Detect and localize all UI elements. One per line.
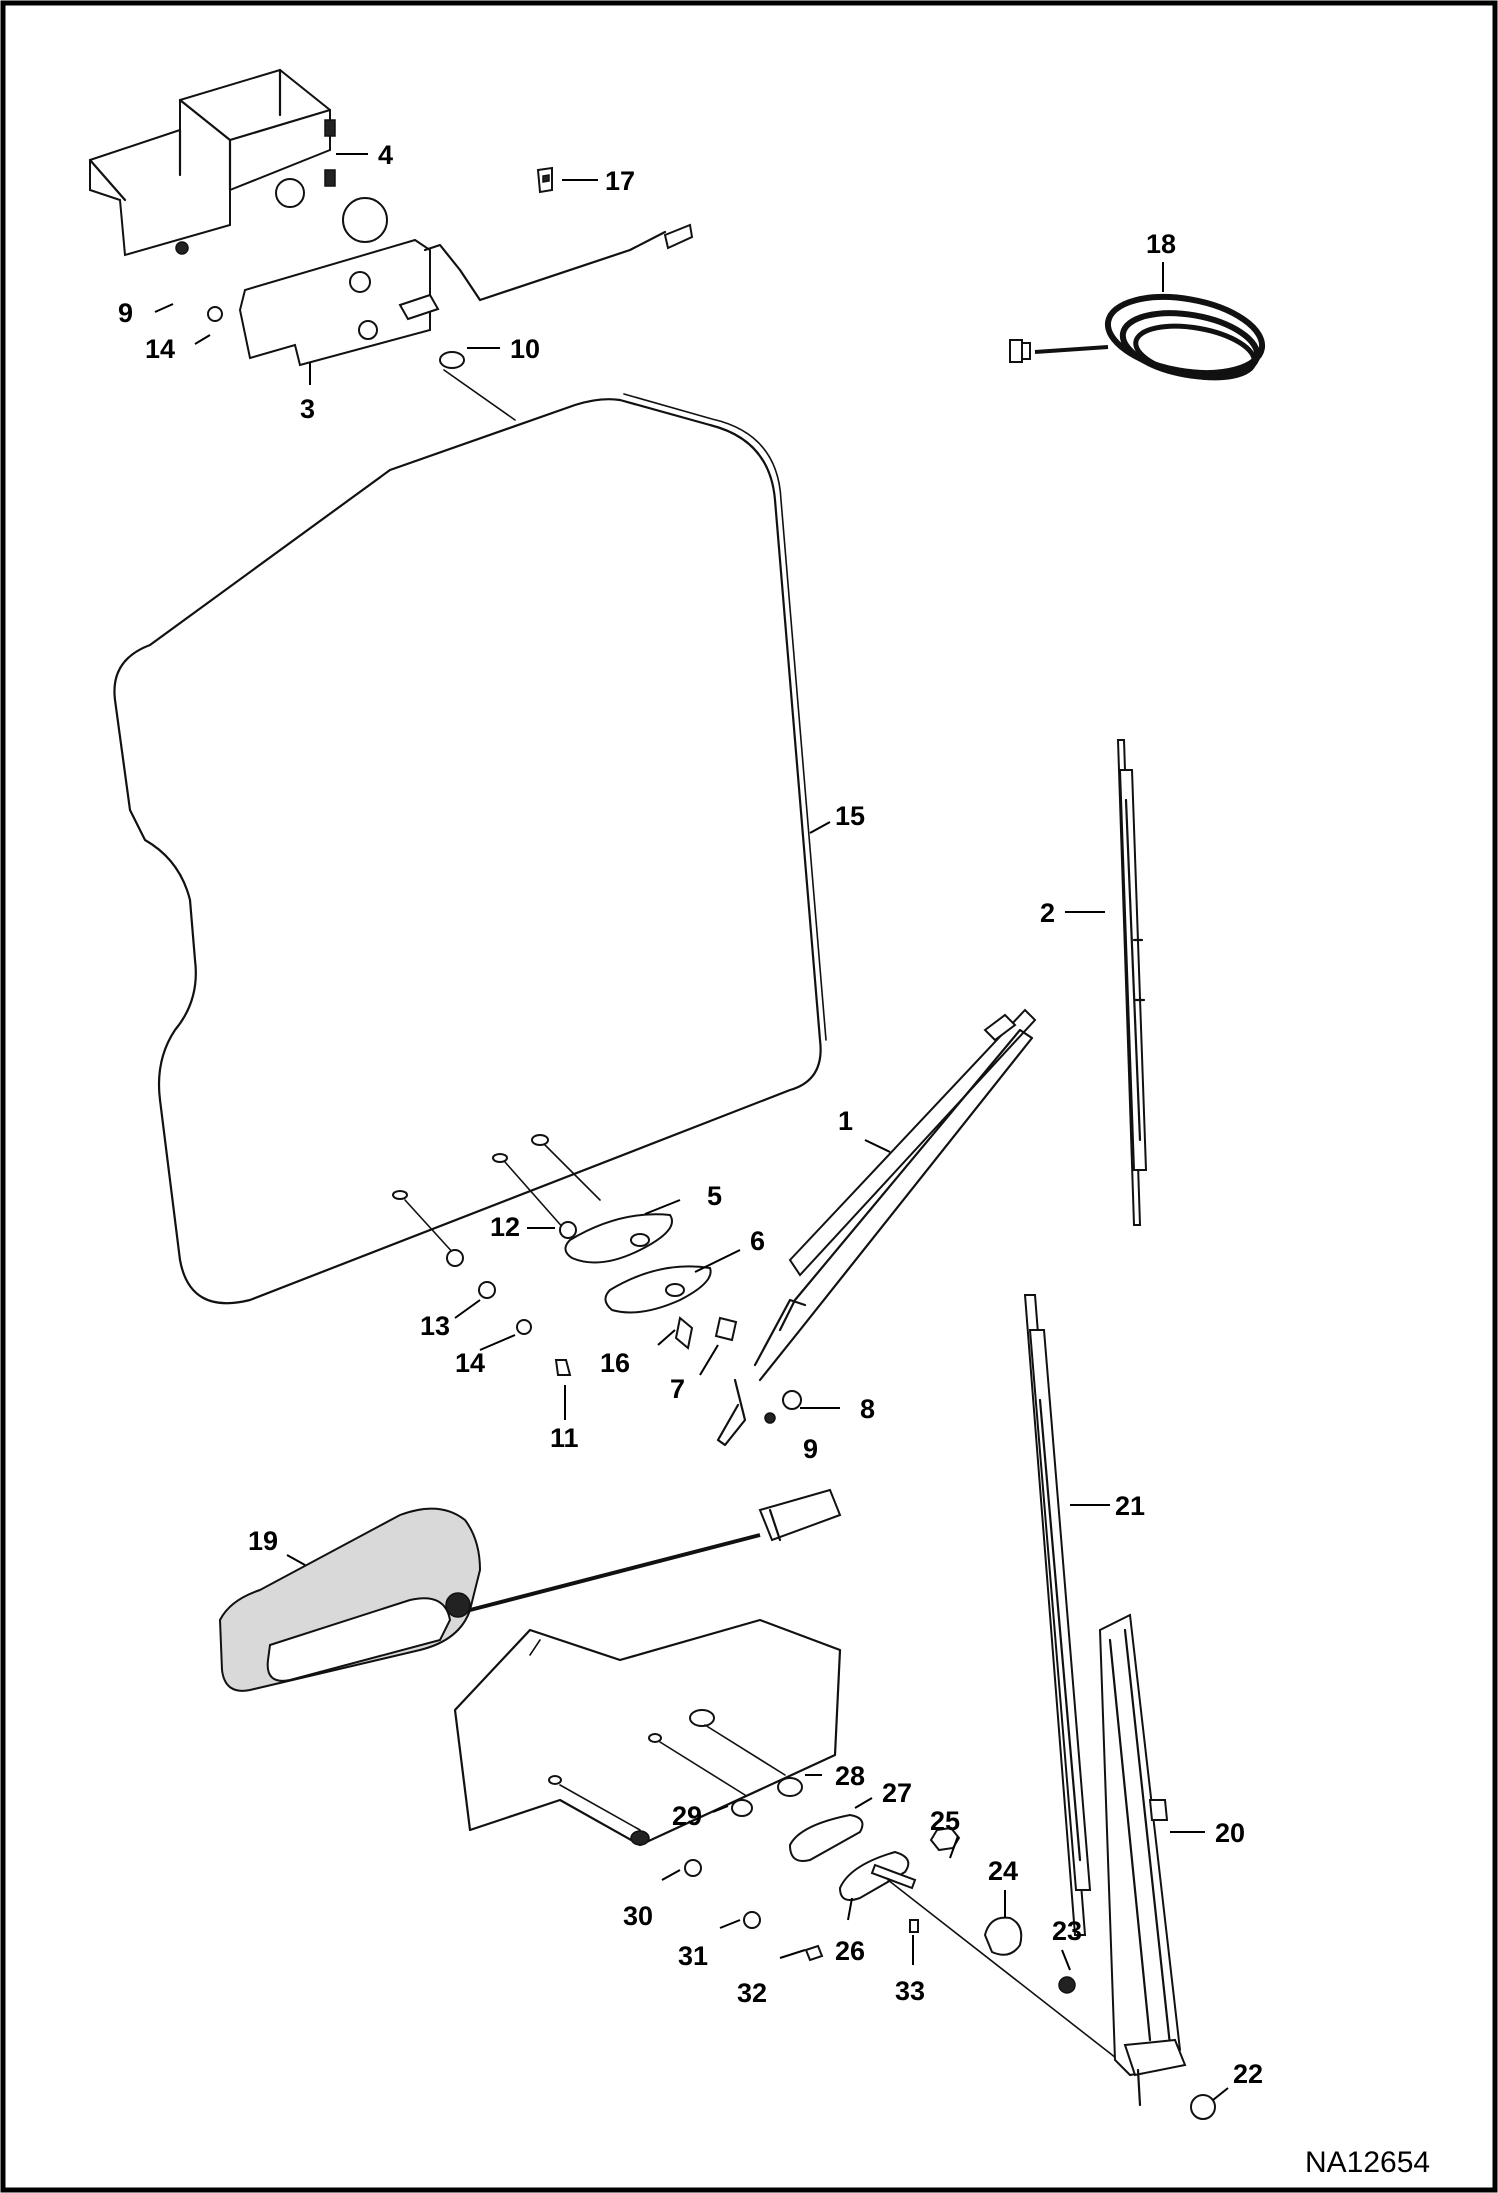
callout-22: 22 <box>1233 2059 1263 2089</box>
callout-10: 10 <box>510 334 540 364</box>
callout-32: 32 <box>737 1978 767 2008</box>
gasket-part-5 <box>564 1213 673 1264</box>
callout-24: 24 <box>988 1856 1018 1886</box>
fitting-part-16 <box>674 1316 694 1350</box>
callout-4: 4 <box>378 140 393 170</box>
callout-25: 25 <box>930 1806 960 1836</box>
top-wiper-motor-assembly <box>88 68 694 421</box>
washer-hose-part-18 <box>1009 294 1266 381</box>
washer-part-14 <box>207 306 223 322</box>
callout-14b: 14 <box>455 1348 485 1378</box>
nut-part-8 <box>782 1390 802 1410</box>
washer-part-13 <box>478 1281 496 1299</box>
callout-18: 18 <box>1146 229 1176 259</box>
callout-33: 33 <box>895 1976 925 2006</box>
lower-wiper-motor-part-19 <box>218 1488 842 1692</box>
callout-5: 5 <box>707 1181 722 1211</box>
callout-27: 27 <box>882 1778 912 1808</box>
pin-part-33 <box>909 1919 919 1933</box>
callout-15: 15 <box>835 801 865 831</box>
plate-part-26 <box>838 1850 910 1901</box>
nut-part-23 <box>1058 1976 1076 1994</box>
callout-9b: 9 <box>803 1434 818 1464</box>
callout-19: 19 <box>248 1526 278 1556</box>
bolt-part-11 <box>554 1359 572 1376</box>
bushing-part-7 <box>714 1316 738 1342</box>
motor-cover-part-4 <box>89 68 331 257</box>
washer-part-30 <box>684 1859 702 1877</box>
callout-13: 13 <box>420 1311 450 1341</box>
callout-3: 3 <box>300 394 315 424</box>
diagram-reference-id: NA12654 <box>1305 2146 1430 2179</box>
callout-28: 28 <box>835 1761 865 1791</box>
nut-part-9b <box>764 1412 776 1424</box>
callout-6: 6 <box>750 1226 765 1256</box>
callout-23: 23 <box>1052 1916 1082 1946</box>
callout-9: 9 <box>118 298 133 328</box>
callout-20: 20 <box>1215 1818 1245 1848</box>
callout-12: 12 <box>490 1212 520 1242</box>
callout-14: 14 <box>145 334 175 364</box>
upper-mounting-hardware <box>392 1134 738 1376</box>
callout-26: 26 <box>835 1936 865 1966</box>
grommet-part-24 <box>983 1916 1023 1956</box>
nut-part-9 <box>175 241 189 255</box>
washer-part-28 <box>777 1777 803 1797</box>
bracket-part-3 <box>238 238 431 367</box>
callout-1: 1 <box>838 1106 853 1136</box>
lower-wiper-blade-part-21 <box>1023 1294 1092 1936</box>
leader-lines <box>154 153 1229 2101</box>
callout-30: 30 <box>623 1901 653 1931</box>
plate-part-27 <box>788 1813 864 1862</box>
door-glass-part-15 <box>113 398 822 1305</box>
callout-17: 17 <box>605 166 635 196</box>
washer-part-14b <box>516 1319 532 1335</box>
cap-part-22 <box>1190 2094 1216 2120</box>
grommet-part-10 <box>439 351 466 369</box>
wiper-arm-part-1 <box>716 1008 1037 1447</box>
nut-part-12 <box>559 1221 577 1239</box>
callout-29: 29 <box>672 1801 702 1831</box>
lower-wiper-arm-part-20 <box>1098 1613 1216 2120</box>
callout-16: 16 <box>600 1348 630 1378</box>
lower-mounting-hardware <box>548 1709 1126 2066</box>
callout-11: 11 <box>550 1423 579 1453</box>
washer-part-31 <box>743 1911 761 1929</box>
callout-labels: 1 2 3 4 5 6 7 8 9 9 10 11 12 13 14 14 15… <box>118 140 1263 2089</box>
wiper-blade-part-2 <box>1116 739 1148 1226</box>
screw-part-32 <box>804 1944 824 1962</box>
clip-part-17 <box>536 166 553 194</box>
callout-21: 21 <box>1115 1491 1145 1521</box>
callout-2: 2 <box>1040 898 1055 928</box>
callout-8: 8 <box>860 1394 875 1424</box>
rear-glass-panel <box>453 1618 842 1847</box>
callout-7: 7 <box>670 1374 685 1404</box>
gasket-part-6 <box>604 1265 712 1314</box>
callout-31: 31 <box>678 1941 708 1971</box>
nut-part-29 <box>731 1799 753 1817</box>
